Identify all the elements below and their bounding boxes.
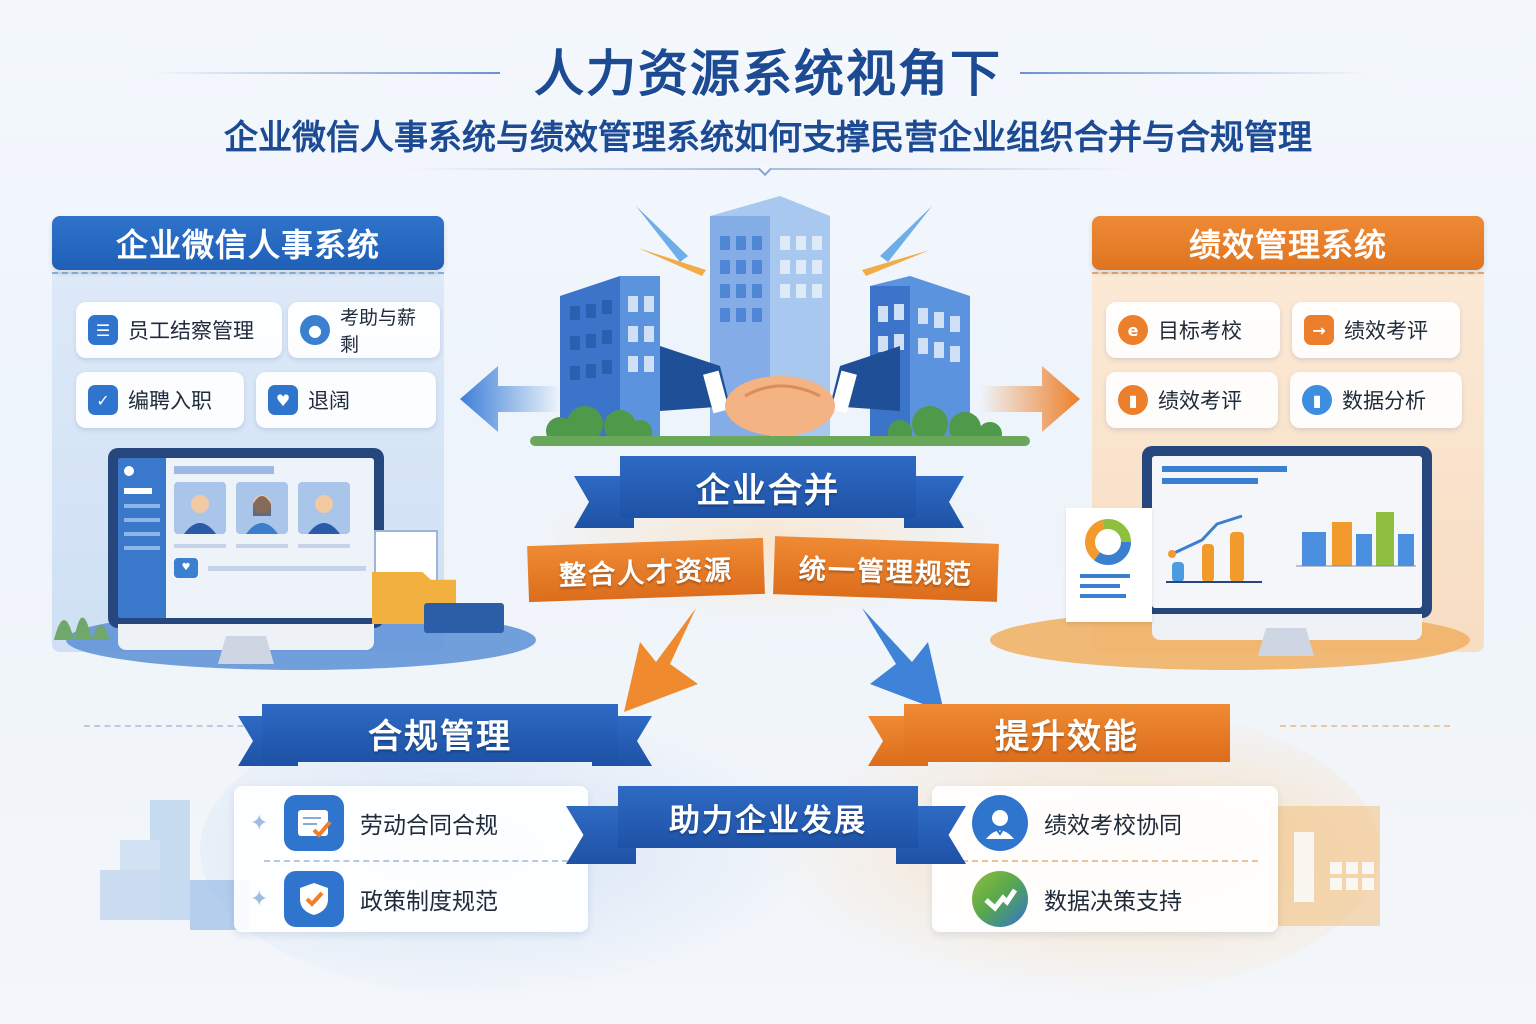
employee-avatar-icon	[174, 482, 226, 534]
hr-item-label: 考助与薪剩	[340, 307, 417, 356]
list-icon: ☰	[88, 315, 118, 345]
arrow-down-left-icon	[624, 608, 698, 712]
hr-item-label: 编聘入职	[128, 389, 212, 413]
page-title: 人力资源系统视角下	[534, 45, 1002, 103]
hr-item-offboarding[interactable]: ♥ 退阔	[256, 372, 436, 428]
perf-item-data-analysis[interactable]: ▮ 数据分析	[1290, 372, 1462, 428]
hr-item-attendance-payroll[interactable]: ● 考助与薪剩	[288, 302, 440, 358]
employee-avatar-icon	[236, 482, 288, 534]
arrow-right-icon	[980, 366, 1080, 432]
page-subtitle: 企业微信人事系统与绩效管理系统如何支撑民营企业组织合并与合规管理	[224, 118, 1312, 158]
perf-item-label: 目标考校	[1158, 319, 1242, 343]
user-check-icon: ✓	[88, 385, 118, 415]
data-chart-icon: ▮	[1302, 385, 1332, 415]
check-chart-icon	[972, 871, 1028, 927]
perf-item-label: 数据分析	[1342, 389, 1426, 413]
performance-monitor	[1142, 446, 1432, 618]
perf-item-label: 绩效考评	[1158, 389, 1242, 413]
sparkle-icon: ✦	[250, 810, 269, 836]
spark-icon	[636, 206, 706, 276]
integrate-talent-ribbon: 整合人才资源	[527, 537, 765, 603]
monitor-stand	[218, 636, 274, 664]
employee-avatar-icon	[298, 482, 350, 534]
compliance-item-label: 劳动合同合规	[360, 813, 498, 839]
user-icon: ●	[300, 315, 330, 345]
compliance-card: ✦ 劳动合同合规 ✦ 政策制度规范	[234, 786, 588, 932]
heart-icon: ♥	[174, 558, 198, 578]
unify-standards-ribbon: 统一管理规范	[773, 536, 999, 602]
bar-chart-illustration	[1296, 512, 1416, 567]
hr-monitor: ♥	[108, 448, 384, 628]
arrow-left-icon	[460, 366, 560, 432]
merger-ribbon: 企业合并	[620, 456, 916, 518]
item-divider	[962, 860, 1258, 862]
efficiency-item-label: 绩效考校协同	[1044, 813, 1182, 839]
efficiency-item-performance-collab[interactable]: 绩效考校协同	[932, 786, 1278, 860]
perf-item-label: 绩效考评	[1344, 319, 1428, 343]
efficiency-card: 绩效考校协同 数据决策支持	[932, 786, 1278, 932]
compliance-item-policy[interactable]: ✦ 政策制度规范	[234, 862, 588, 936]
hr-item-employee-records[interactable]: ☰ 员工结察管理	[76, 302, 282, 358]
buildings-handshake-illustration	[530, 196, 1030, 446]
arrow-down-right-icon	[862, 608, 944, 712]
hr-item-label: 退阔	[308, 389, 350, 413]
efficiency-item-data-decision[interactable]: 数据决策支持	[932, 862, 1278, 936]
title-divider-left	[150, 72, 500, 74]
development-ribbon: 助力企业发展	[618, 786, 918, 848]
contract-check-icon	[284, 795, 344, 851]
spark-icon	[862, 206, 932, 276]
guide-line	[84, 725, 264, 727]
bird-icon: ♥	[268, 385, 298, 415]
city-silhouette-icon	[1270, 806, 1380, 926]
growth-chart-icon	[1166, 514, 1262, 583]
subtitle-caret-icon	[757, 161, 773, 177]
bar-chart-icon: ▮	[1118, 385, 1148, 415]
perf-item-evaluation[interactable]: → 绩效考评	[1292, 302, 1460, 358]
efficiency-ribbon: 提升效能	[904, 704, 1230, 762]
monitor-sidebar	[118, 458, 166, 618]
perf-item-evaluation-2[interactable]: ▮ 绩效考评	[1106, 372, 1278, 428]
sparkle-icon: ✦	[250, 886, 269, 912]
compliance-item-label: 政策制度规范	[360, 889, 498, 915]
perf-item-goal-assessment[interactable]: e 目标考校	[1106, 302, 1280, 358]
box-icon	[424, 603, 504, 633]
arrow-box-icon: →	[1304, 315, 1334, 345]
hr-item-recruitment[interactable]: ✓ 编聘入职	[76, 372, 244, 428]
city-silhouette-icon	[100, 800, 250, 930]
compliance-item-labor-contract[interactable]: ✦ 劳动合同合规	[234, 786, 588, 860]
guide-line	[1280, 725, 1450, 727]
title-divider-right	[1020, 72, 1370, 74]
hr-panel-header: 企业微信人事系统	[52, 216, 444, 270]
hr-item-label: 员工结察管理	[128, 319, 254, 343]
monitor-stand	[1258, 628, 1314, 656]
efficiency-item-label: 数据决策支持	[1044, 889, 1182, 915]
plant-icon	[44, 590, 114, 640]
compliance-ribbon: 合规管理	[262, 704, 618, 762]
performance-panel-header: 绩效管理系统	[1092, 216, 1484, 270]
report-document-icon	[1066, 508, 1152, 622]
target-icon: e	[1118, 315, 1148, 345]
item-divider	[264, 860, 568, 862]
user-check-icon	[972, 795, 1028, 851]
shield-check-icon	[284, 871, 344, 927]
